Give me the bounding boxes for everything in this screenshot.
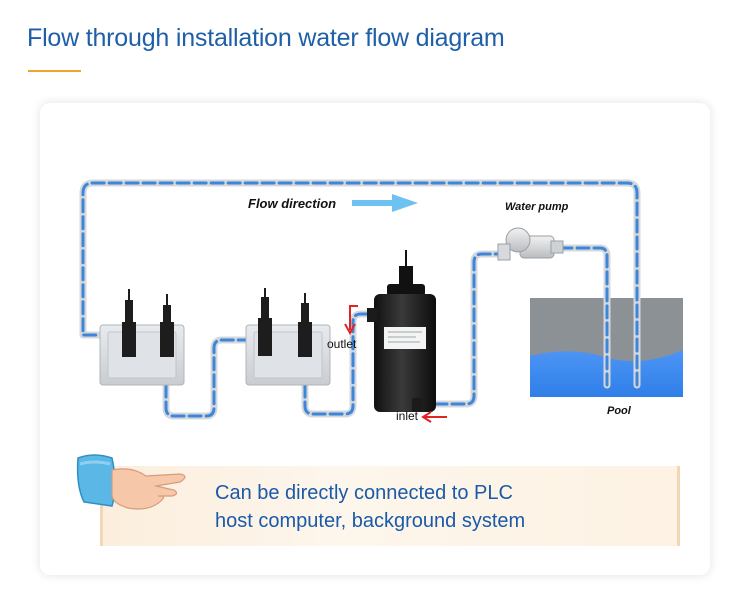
pool-label: Pool — [607, 405, 631, 417]
water-pump — [497, 227, 564, 261]
pipe-network — [79, 179, 641, 420]
title-underline — [28, 70, 81, 72]
outlet-label: outlet — [327, 337, 357, 351]
flow-direction-label: Flow direction — [248, 196, 337, 211]
info-banner — [100, 466, 680, 546]
flow-direction-arrow — [352, 194, 418, 212]
sensor-block-1 — [99, 289, 185, 386]
sensor-block-2 — [245, 288, 331, 386]
banner-line-1: Can be directly connected to PLC — [215, 482, 513, 504]
pointing-hand-icon — [76, 454, 186, 510]
inlet-label: inlet — [396, 409, 419, 423]
water-pump-label: Water pump — [505, 201, 569, 213]
banner-line-2: host computer, background system — [215, 510, 526, 532]
filter-canister — [367, 250, 436, 412]
outlet-arrow — [349, 305, 358, 330]
page-title: Flow through installation water flow dia… — [27, 24, 505, 52]
